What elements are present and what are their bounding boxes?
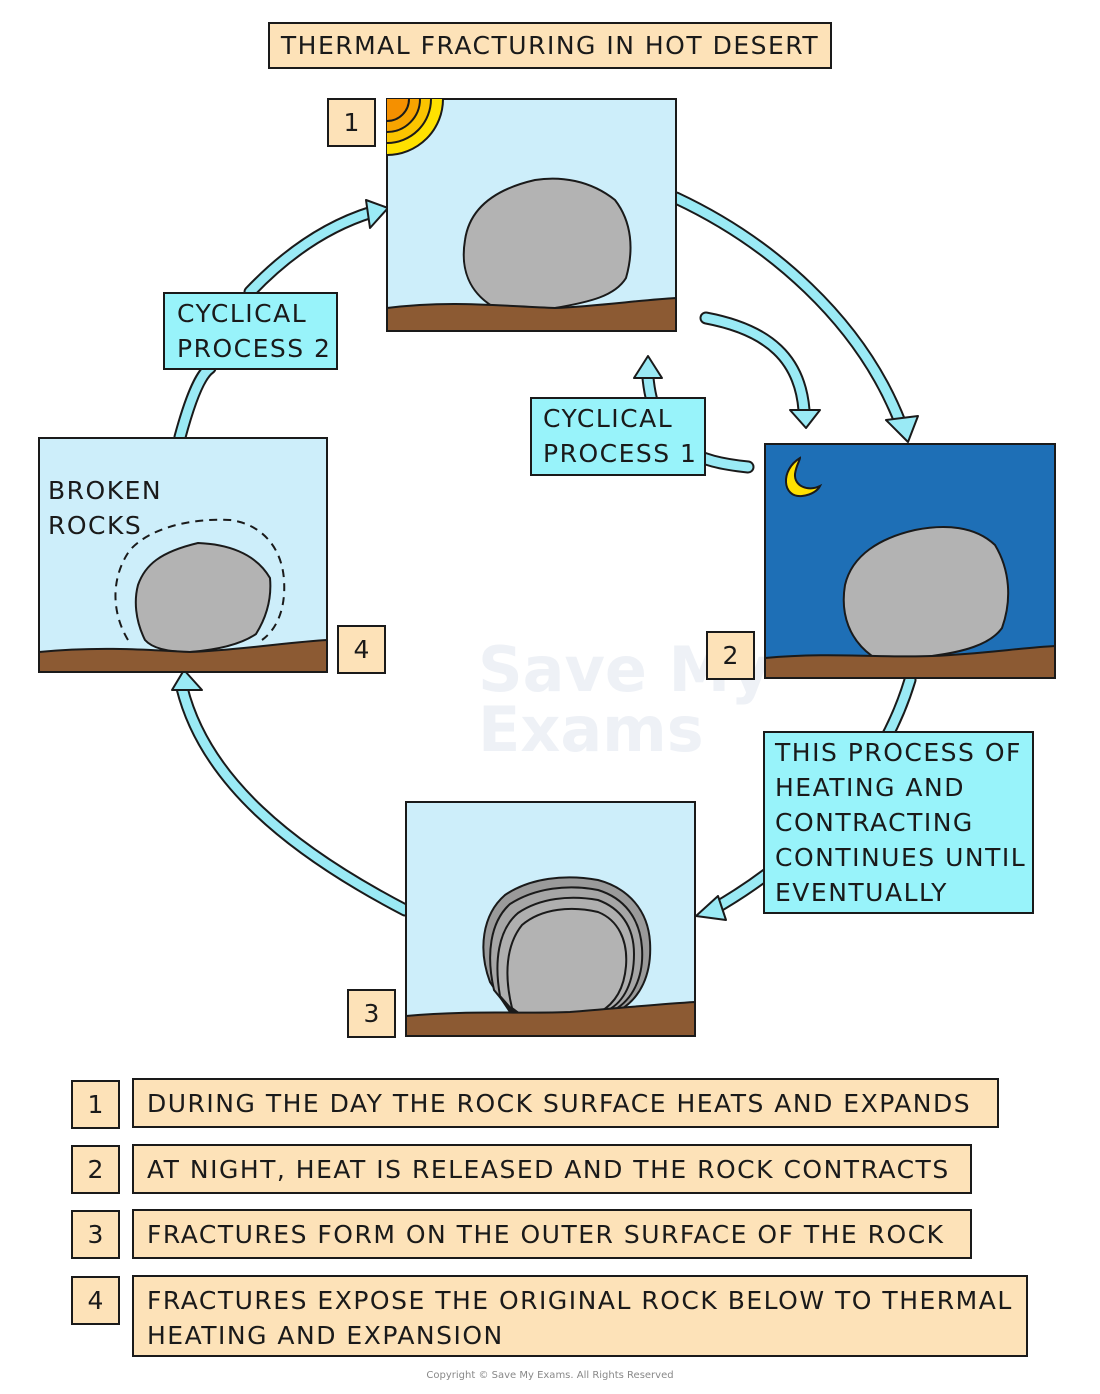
step-1-line-1: DURING THE DAY THE ROCK SURFACE HEATS AN… — [147, 1089, 972, 1118]
step-number-2: 2 — [71, 1145, 120, 1194]
panel-number-2: 2 — [706, 631, 755, 680]
fractured-rock — [482, 876, 652, 1016]
panel-number-1: 1 — [327, 98, 376, 147]
step-4-line-2: HEATING AND EXPANSION — [147, 1321, 504, 1350]
step-text-1: DURING THE DAY THE ROCK SURFACE HEATS AN… — [132, 1078, 999, 1128]
panel-broken-rocks — [38, 437, 328, 673]
cyclical-process-1-line-2: PROCESS 1 — [543, 439, 698, 468]
broken-rock — [134, 541, 272, 654]
copyright-notice: Copyright © Save My Exams. All Rights Re… — [426, 1370, 674, 1381]
continue-note-line-5: EVENTUALLY — [775, 878, 948, 907]
broken-rocks-label: BROKEN ROCKS — [48, 473, 162, 543]
continue-note-line-2: HEATING AND — [775, 773, 965, 802]
step-4-line-1: FRACTURES EXPOSE THE ORIGINAL ROCK BELOW… — [147, 1286, 1013, 1315]
cyclical-process-2-label: CYCLICAL PROCESS 2 — [163, 292, 338, 370]
arrow-3-to-4 — [171, 669, 412, 917]
ground — [386, 296, 677, 332]
broken-rock-outline — [114, 518, 286, 641]
cyclical-process-1-label: CYCLICAL PROCESS 1 — [530, 397, 706, 476]
cyclical-process-2-line-1: CYCLICAL — [177, 299, 308, 328]
step-2-line-1: AT NIGHT, HEAT IS RELEASED AND THE ROCK … — [147, 1155, 950, 1184]
panel-number-4: 4 — [337, 625, 386, 674]
ground — [405, 1000, 696, 1037]
step-text-2: AT NIGHT, HEAT IS RELEASED AND THE ROCK … — [132, 1144, 972, 1194]
panel-night-contracting — [764, 443, 1056, 679]
broken-rocks-line-1: BROKEN — [48, 476, 163, 505]
step-number-3: 3 — [71, 1210, 120, 1259]
step-number-4: 4 — [71, 1276, 120, 1325]
step-text-4: FRACTURES EXPOSE THE ORIGINAL ROCK BELOW… — [132, 1275, 1028, 1357]
diagram-title: THERMAL FRACTURING IN HOT DESERT — [268, 22, 832, 69]
sun-icon — [387, 99, 444, 156]
moon-icon — [785, 456, 823, 498]
step-3-line-1: FRACTURES FORM ON THE OUTER SURFACE OF T… — [147, 1220, 945, 1249]
cyclical-process-1-line-1: CYCLICAL — [543, 404, 674, 433]
continue-note-line-3: CONTRACTING — [775, 808, 974, 837]
cyclical-process-2-line-2: PROCESS 2 — [177, 334, 332, 363]
cyclical-1-arrow-down — [699, 311, 821, 429]
panel-number-3: 3 — [347, 989, 396, 1038]
continue-note-line-4: CONTINUES UNTIL — [775, 843, 1027, 872]
step-text-3: FRACTURES FORM ON THE OUTER SURFACE OF T… — [132, 1209, 972, 1259]
ground — [39, 638, 327, 672]
continue-note: THIS PROCESS OF HEATING AND CONTRACTING … — [763, 731, 1034, 914]
arrow-1-to-2 — [669, 191, 919, 443]
panel-fractures-form — [405, 801, 696, 1037]
broken-rocks-line-2: ROCKS — [48, 511, 143, 540]
continue-note-line-1: THIS PROCESS OF — [775, 738, 1022, 767]
step-number-1: 1 — [71, 1080, 120, 1129]
ground — [764, 644, 1056, 679]
arrow-4-to-1 — [173, 199, 389, 444]
panel-day-heating — [386, 98, 677, 332]
